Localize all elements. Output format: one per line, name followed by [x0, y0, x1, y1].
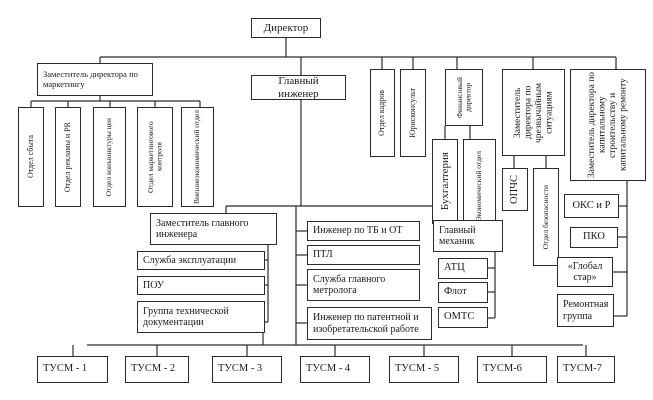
node-label: Флот: [444, 286, 467, 298]
node-fleet: Флот: [438, 282, 488, 303]
node-label: Отдел кадров: [377, 90, 387, 136]
node-tusm-3: ТУСМ - 3: [212, 356, 282, 383]
node-label: Директор: [263, 21, 309, 34]
node-global-star: «Глобал стар»: [557, 257, 613, 287]
node-label: ПТЛ: [313, 249, 333, 261]
node-deputy-marketing: Заместитель директора по маркетингу: [37, 63, 153, 96]
node-label: Главный механик: [439, 224, 476, 248]
node-label: ОМТС: [444, 311, 475, 323]
node-label: Инженер по патентной и изобретательской …: [313, 312, 419, 335]
node-label: ТУСМ - 4: [306, 363, 351, 375]
node-label: Экономический отдел: [474, 150, 484, 222]
node-marketing-control-dept: Отдел маркетингового контроля: [137, 107, 173, 207]
node-label: ТУСМ - 1: [43, 363, 88, 375]
node-deputy-emergency: Заместитель директора по чрезвычайным си…: [502, 69, 565, 156]
node-label: ТУСМ - 5: [395, 363, 440, 375]
node-label: ОКС и Р: [572, 199, 611, 211]
node-label: Служба эксплуатации: [143, 254, 237, 266]
node-tusm-1: ТУСМ - 1: [37, 356, 108, 383]
node-director: Директор: [251, 18, 321, 38]
node-label: Группа технической документации: [143, 305, 229, 329]
node-security-dept: Отдел безопасности: [533, 168, 559, 266]
node-atc: АТЦ: [438, 258, 488, 279]
node-tusm-4: ТУСМ - 4: [300, 356, 370, 383]
node-label: Заместитель директора по чрезвычайным си…: [512, 82, 554, 143]
node-label: Внешнеэкономический отдел: [192, 110, 202, 204]
node-tusm-7: ТУСМ-7: [557, 356, 615, 383]
node-label: Заместитель главного инженера: [156, 217, 249, 241]
node-economic-dept: Экономический отдел: [463, 139, 496, 233]
node-label: ТУСМ - 3: [218, 363, 263, 375]
node-pou: ПОУ: [137, 276, 265, 295]
node-label: ТУСМ-7: [563, 363, 602, 375]
node-deputy-chief-engineer: Заместитель главного инженера: [150, 213, 277, 245]
node-repair-group: Ремонтная группа: [557, 294, 614, 327]
node-financial-director: Финансовый директор: [445, 69, 483, 126]
node-tusm-2: ТУСМ - 2: [125, 356, 189, 383]
node-label: Заместитель директора по капитальному ст…: [587, 71, 629, 179]
node-accounting: Бухгалтерия: [432, 139, 458, 224]
node-label: Отдел маркетингового контроля: [145, 121, 163, 193]
node-oks-r: ОКС и Р: [564, 194, 619, 218]
node-advertising-pr-dept: Отдел рекламы и PR: [55, 107, 81, 207]
node-opchs: ОПЧС: [502, 168, 528, 211]
node-label: Бухгалтерия: [438, 152, 451, 211]
node-patent-engineer: Инженер по патентной и изобретательской …: [307, 307, 432, 340]
node-label: Главный инженер: [278, 75, 319, 100]
node-pko: ПКО: [570, 227, 618, 248]
node-label: ТУСМ-6: [483, 363, 522, 375]
node-hr-dept: Отдел кадров: [370, 69, 395, 157]
node-chief-mechanic: Главный механик: [433, 220, 503, 252]
node-tech-docs-group: Группа технической документации: [137, 301, 265, 333]
node-tusm-6: ТУСМ-6: [477, 356, 547, 383]
node-label: АТЦ: [444, 262, 465, 274]
node-label: Отдел безопасности: [540, 184, 550, 250]
node-label: «Глобал стар»: [567, 260, 603, 284]
node-label: Инженер по ТБ и ОТ: [313, 225, 403, 237]
node-sales-dept: Отдел сбыта: [18, 107, 44, 207]
node-chief-engineer: Главный инженер: [251, 75, 346, 100]
node-label: Отдел конъюнктуры цен: [104, 117, 114, 197]
node-omts: ОМТС: [438, 307, 488, 328]
node-safety-engineer: Инженер по ТБ и ОТ: [307, 221, 420, 241]
node-label: Отдел сбыта: [25, 135, 35, 179]
node-label: ТУСМ - 2: [131, 363, 176, 375]
node-price-market-dept: Отдел конъюнктуры цен: [93, 107, 126, 207]
node-label: Заместитель директора по маркетингу: [43, 68, 138, 89]
node-label: ОПЧС: [509, 175, 521, 204]
node-label: Финансовый директор: [454, 77, 472, 118]
node-operations-service: Служба эксплуатации: [137, 251, 265, 270]
node-label: Юрисконсульт: [407, 88, 417, 138]
node-ptl: ПТЛ: [307, 245, 420, 265]
node-label: Ремонтная группа: [563, 299, 609, 322]
node-tusm-5: ТУСМ - 5: [389, 356, 459, 383]
node-label: ПОУ: [143, 279, 164, 291]
node-legal-counsel: Юрисконсульт: [400, 69, 426, 157]
node-label: Отдел рекламы и PR: [62, 121, 72, 193]
node-metrology-service: Служба главного метролога: [307, 269, 420, 301]
node-label: Служба главного метролога: [313, 273, 386, 297]
node-label: ПКО: [583, 231, 605, 243]
node-foreign-economic-dept: Внешнеэкономический отдел: [181, 107, 214, 207]
node-deputy-construction: Заместитель директора по капитальному ст…: [570, 69, 646, 181]
